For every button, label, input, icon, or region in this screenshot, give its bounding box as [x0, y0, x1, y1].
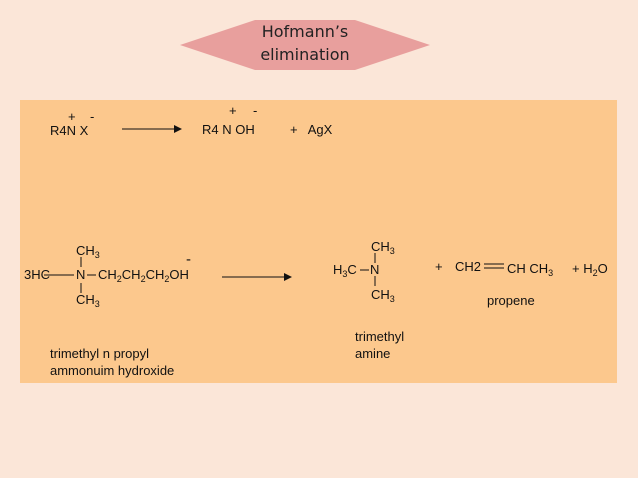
reactant1-charge-minus: - [90, 109, 95, 124]
reactant1-charge-plus: + [68, 109, 76, 124]
plus-sign: + [435, 259, 443, 274]
reaction1-arrow [122, 125, 182, 133]
water: + H2O [572, 261, 608, 278]
product2-name-line2: amine [355, 346, 391, 361]
product2-left-group: H3C [333, 262, 357, 279]
reaction-panel [20, 100, 617, 383]
page-title: Hofmann’s elimination [180, 20, 430, 66]
title-line-2: elimination [260, 45, 350, 64]
reactant2-ch3-top: CH3 [76, 243, 100, 260]
double-bond [484, 263, 504, 269]
hexagon-shape [180, 20, 430, 70]
product2-ch3-top: CH3 [371, 239, 395, 256]
alkene-name: propene [487, 293, 535, 308]
reactant2-ch3-bottom: CH3 [76, 292, 100, 309]
product2-bond-left [360, 269, 369, 271]
reactant2-bond-bottom [80, 283, 82, 293]
product2-nitrogen: N [370, 262, 380, 277]
product2-name-line1: trimethyl [355, 329, 405, 344]
title-banner: Hofmann’s elimination [180, 20, 430, 70]
reactant2-name-line1: trimethyl n propyl [50, 346, 149, 361]
reactant2-bond-right [87, 274, 96, 276]
reaction2-arrow [222, 273, 292, 281]
reactant2-left-group: 3HC [24, 267, 51, 282]
reactant1-formula: R4N X [50, 123, 89, 138]
product1-formula: R4 N OH [202, 122, 255, 137]
reactant2-name-line2: ammonuim hydroxide [50, 363, 175, 378]
title-line-1: Hofmann’s [261, 22, 349, 41]
reactant2-bond-top [80, 257, 82, 267]
reactant2-chain: CH2CH2CH2OH [98, 267, 189, 284]
reactant2-charge: - [186, 251, 191, 268]
product2-bond-bottom [374, 276, 376, 286]
alkene-right: CH CH3 [507, 261, 554, 278]
product1-charge-plus: + [229, 103, 237, 118]
product2-bond-top [374, 253, 376, 263]
reactant2-nitrogen: N [76, 267, 86, 282]
reactant2-bond-left [44, 274, 74, 276]
product1-charge-minus: - [253, 103, 258, 118]
alkene-left: CH2 [455, 259, 482, 274]
byproduct1-formula: + AgX [290, 122, 333, 137]
product2-ch3-bottom: CH3 [371, 287, 395, 304]
